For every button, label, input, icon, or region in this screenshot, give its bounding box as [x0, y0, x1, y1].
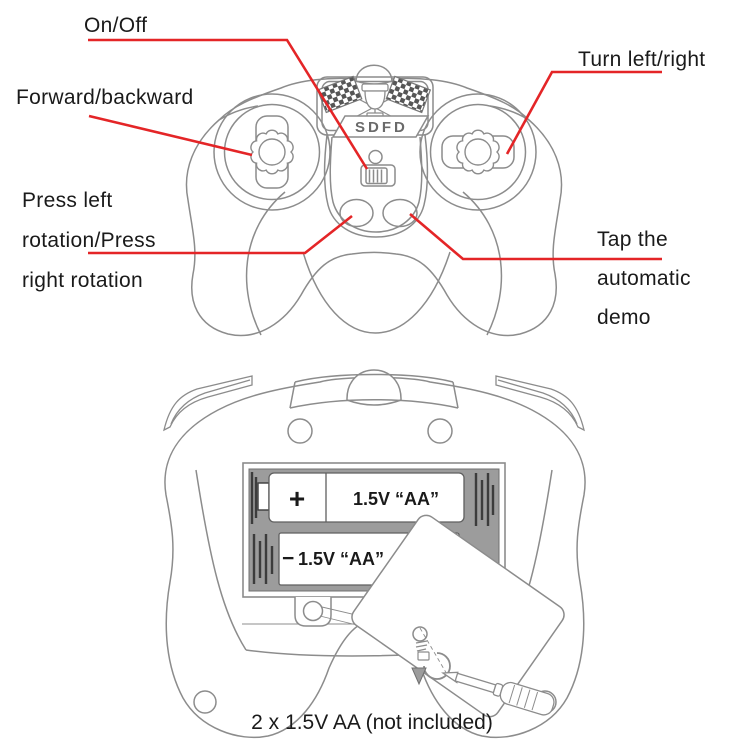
label-press-rotation-3: right rotation [22, 269, 143, 292]
label-forward-backward: Forward/backward [16, 86, 194, 109]
label-tap-demo-1: Tap the [597, 228, 668, 251]
back-top-band-upper [294, 373, 454, 383]
battery-cover-group [351, 514, 565, 718]
screw-tab [294, 597, 332, 627]
front-left-shoulder-seam [218, 105, 259, 121]
screw-hole-top-right [427, 418, 453, 444]
battery-minus: − [282, 547, 294, 570]
checkered-flag-right-icon [385, 75, 432, 114]
right-joystick[interactable] [419, 93, 537, 211]
battery-bottom-label: 1.5V “AA” [298, 549, 384, 569]
front-left-grip-seam [245, 191, 286, 336]
screw-thread [415, 640, 430, 661]
controller-front: SDFD [185, 64, 563, 337]
screw-icon [412, 626, 428, 642]
label-turn-left-right: Turn left/right [578, 48, 705, 71]
left-stick-knob[interactable] [250, 129, 294, 175]
left-rotation-button[interactable] [339, 198, 374, 228]
label-on-off: On/Off [84, 14, 147, 37]
led-indicator [368, 149, 383, 165]
logo-banner [331, 115, 430, 138]
annotation-line-on-off [88, 38, 369, 170]
back-top-band-lower [289, 399, 459, 409]
annotation-line-press-rotation [88, 214, 353, 255]
battery-compartment [242, 462, 506, 598]
back-antenna-dome [346, 369, 402, 406]
logo-text: SDFD [355, 119, 408, 136]
center-console-inner [329, 136, 423, 233]
annotation-line-tap-demo [409, 213, 662, 261]
annotation-line-turn-left-right [505, 70, 662, 155]
controller-back [163, 369, 586, 739]
front-right-grip-seam [462, 191, 503, 336]
battery-top [268, 472, 465, 523]
right-stick-knob[interactable] [456, 129, 500, 175]
power-switch[interactable] [360, 164, 396, 187]
battery-contacts [250, 472, 495, 584]
rotation-arrow-head [411, 667, 427, 686]
center-console [323, 134, 429, 238]
label-press-rotation-1: Press left [22, 189, 113, 212]
label-tap-demo-2: automatic [597, 267, 691, 290]
battery-contact-notch [257, 482, 270, 511]
label-tap-demo-3: demo [597, 306, 651, 329]
left-joystick[interactable] [213, 93, 331, 211]
screw-hole-bottom-left [193, 690, 217, 714]
label-press-rotation-2: rotation/Press [22, 229, 156, 252]
screw-hole-top-left [287, 418, 313, 444]
battery-plus: + [289, 483, 305, 514]
annotation-line-forward-backward [88, 114, 253, 157]
annotations [88, 38, 662, 261]
battery-top-label: 1.5V “AA” [353, 489, 439, 509]
back-left-seam [195, 469, 247, 651]
battery-caption: 2 x 1.5V AA (not included) [251, 711, 493, 734]
checkered-flag-left-icon [316, 75, 363, 114]
wing-right [495, 375, 585, 432]
demo-button[interactable] [382, 198, 418, 228]
wing-left [163, 375, 253, 432]
front-bottom-seam [302, 251, 451, 334]
screwdriver-icon [441, 671, 555, 716]
